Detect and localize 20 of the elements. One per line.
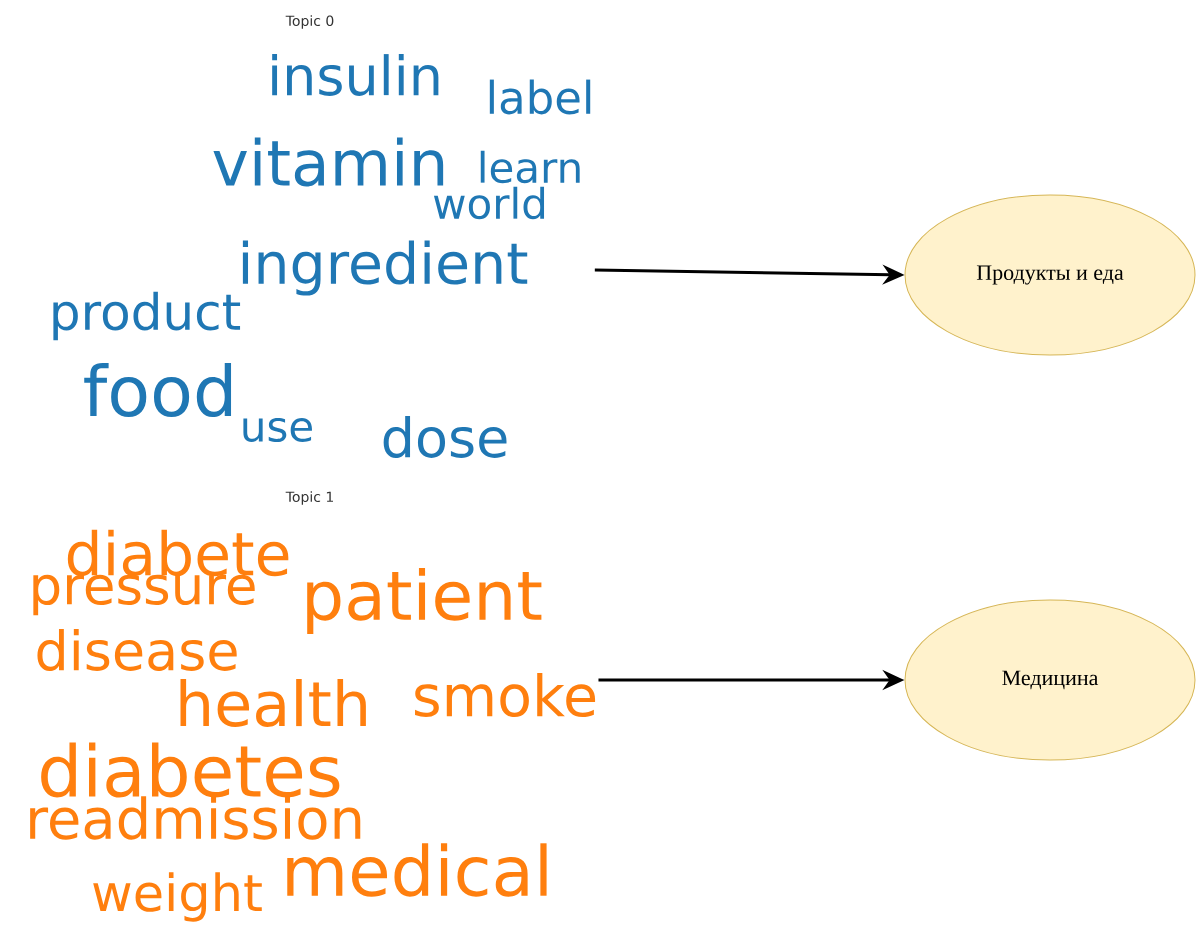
topic-heading: Topic 1 — [285, 491, 333, 505]
word: smoke — [415, 672, 596, 718]
word: health — [180, 679, 366, 727]
word: vitamin — [213, 137, 444, 187]
word: product — [53, 291, 241, 341]
topic-heading: Topic 0 — [285, 15, 334, 29]
word: diabetes — [41, 742, 340, 798]
word: learn — [480, 150, 580, 184]
word: patient — [307, 568, 542, 634]
word: readmission — [30, 796, 361, 840]
word: ingredient — [242, 240, 528, 296]
word: disease — [37, 629, 237, 671]
word: use — [243, 417, 312, 443]
word: insulin — [272, 54, 439, 96]
word: world — [433, 186, 545, 220]
word: food — [84, 362, 232, 418]
word: dose — [383, 416, 507, 458]
word: label — [489, 79, 591, 115]
word: weight — [93, 872, 262, 922]
word: medical — [287, 843, 547, 897]
